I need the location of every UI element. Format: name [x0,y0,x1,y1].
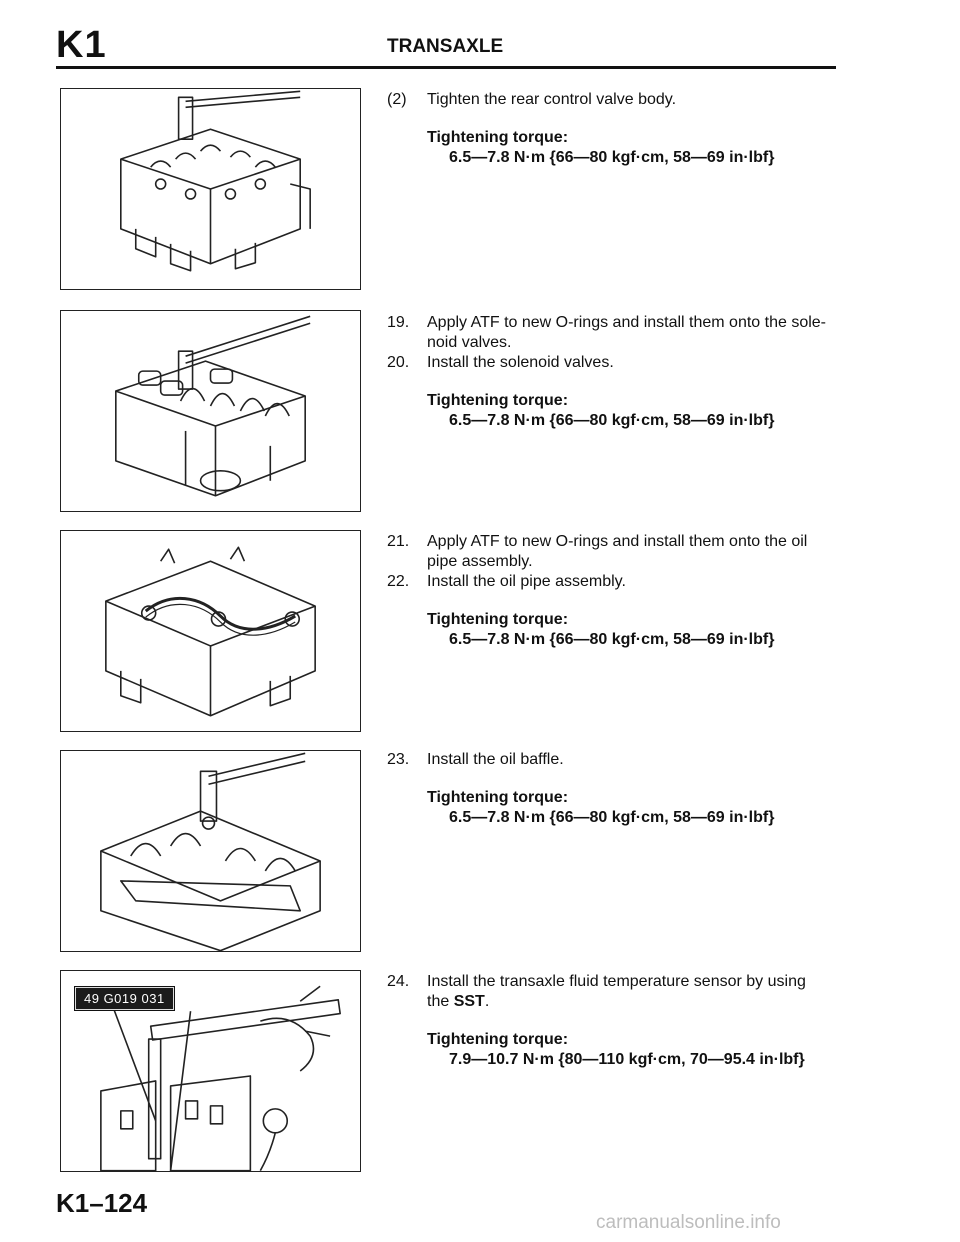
torque-spec: Tightening torque: 6.5—7.8 N·m {66—80 kg… [427,610,847,650]
torque-spec: Tightening torque: 6.5—7.8 N·m {66—80 kg… [427,391,847,431]
torque-spec: Tightening torque: 6.5—7.8 N·m {66—80 kg… [427,788,847,828]
step-text: Tighten the rear control valve body. [427,91,677,108]
solenoid-valves-illustration [115,315,311,497]
figure-rear-control-valve-body [60,88,361,290]
step-number: 20. [387,354,410,371]
step-21-22: 21. Apply ATF to new O-rings and install… [387,532,847,650]
step-text-line: Install the transaxle fluid temperature … [427,973,806,990]
page-number: K1–124 [56,1188,148,1218]
torque-value: 7.9—10.7 N·m {80—110 kgf·cm, 70—95.4 in·… [449,1051,805,1068]
step-text-line: Apply ATF to new O-rings and install the… [427,314,827,331]
torque-label: Tightening torque: [427,129,569,146]
step-number: 22. [387,573,410,590]
oil-baffle-illustration [100,752,321,951]
torque-label: Tightening torque: [427,789,569,806]
figure-oil-pipe-assembly [60,530,361,732]
step-text: Install the transaxle fluid temperature … [427,972,847,1012]
header-divider [56,66,836,69]
torque-value: 6.5—7.8 N·m {66—80 kgf·cm, 58—69 in·lbf} [449,149,775,166]
torque-spec: Tightening torque: 7.9—10.7 N·m {80—110 … [427,1030,847,1070]
step-text-suffix: . [484,993,490,1010]
step-text-line: Apply ATF to new O-rings and install the… [427,533,808,550]
page-title: TRANSAXLE [387,36,504,57]
torque-value: 6.5—7.8 N·m {66—80 kgf·cm, 58—69 in·lbf} [449,809,775,826]
figure-solenoid-valves [60,310,361,512]
torque-label: Tightening torque: [427,392,569,409]
torque-value: 6.5—7.8 N·m {66—80 kgf·cm, 58—69 in·lbf} [449,631,775,648]
step-number: 19. [387,314,410,331]
torque-value: 6.5—7.8 N·m {66—80 kgf·cm, 58—69 in·lbf} [449,412,775,429]
step-number: (2) [387,91,407,108]
step-23: 23. Install the oil baffle. Tightening t… [387,750,847,828]
step-2: (2) Tighten the rear control valve body.… [387,90,847,168]
step-number: 21. [387,533,410,550]
watermark: carmanualsonline.info [596,1212,781,1233]
sst-reference: SST [453,993,485,1010]
step-text: Apply ATF to new O-rings and install the… [427,313,847,353]
step-text-line: pipe assembly. [427,553,533,570]
valve-body-illustration [120,90,311,272]
step-number: 24. [387,973,410,990]
figure-oil-baffle [60,750,361,952]
torque-spec: Tightening torque: 6.5—7.8 N·m {66—80 kg… [427,128,847,168]
temperature-sensor-illustration [100,985,341,1171]
step-number: 23. [387,751,410,768]
step-text: Install the oil baffle. [427,751,564,768]
sst-tool-label: 49 G019 031 [74,986,175,1011]
step-text-prefix: the [427,993,454,1010]
torque-label: Tightening torque: [427,1031,569,1048]
step-text: Apply ATF to new O-rings and install the… [427,532,847,572]
step-text-line: noid valves. [427,334,512,351]
step-19-20: 19. Apply ATF to new O-rings and install… [387,313,847,431]
step-24: 24. Install the transaxle fluid temperat… [387,972,847,1070]
torque-label: Tightening torque: [427,611,569,628]
section-code: K1 [56,24,107,66]
oil-pipe-illustration [105,546,316,717]
step-text: Install the oil pipe assembly. [427,573,626,590]
figure-fluid-temperature-sensor: 49 G019 031 [60,970,361,1172]
step-text: Install the solenoid valves. [427,354,614,371]
